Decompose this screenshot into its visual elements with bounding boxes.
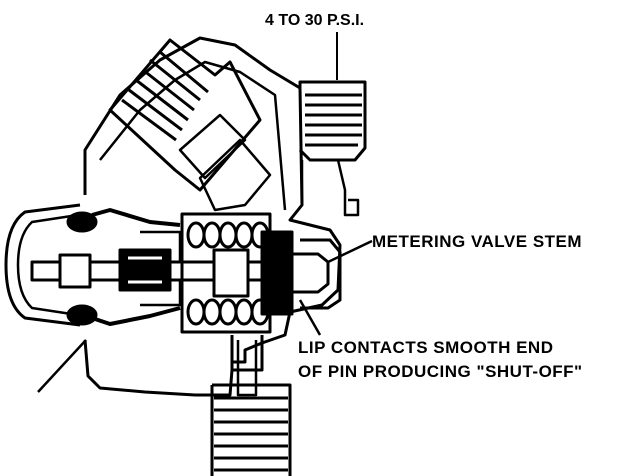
outlet-housing: [300, 238, 342, 310]
stem-hub-highlight: [128, 256, 162, 284]
outlet-fitting-threads: [214, 396, 288, 472]
lower-cap-clamp: [66, 304, 98, 326]
metering-valve-stem-label: METERING VALVE STEM: [372, 232, 583, 251]
metering-stem-leader: [327, 239, 373, 264]
inlet-fitting-outline: [298, 80, 367, 162]
diaphragm: [91, 208, 181, 326]
lower-left-leader: [37, 339, 87, 393]
upper-spring-coils: [186, 221, 270, 249]
angled-fitting-outline: [108, 38, 262, 192]
inlet-passage: [300, 159, 360, 217]
metering-valve-stem: [290, 252, 330, 294]
outlet-bore: [236, 340, 258, 397]
outlet-fitting-outline: [210, 335, 292, 476]
spring-retainer: [212, 248, 250, 298]
stem-hub: [118, 248, 172, 292]
body-inner-edge: [99, 60, 287, 211]
angled-fitting-threads: [121, 50, 209, 142]
inlet-fitting-threads: [305, 93, 362, 147]
stem-collar: [58, 253, 92, 289]
angled-fitting-bore: [178, 113, 247, 180]
lower-spring-coils: [186, 298, 270, 326]
lip-contact-leader: [298, 299, 322, 336]
dome-cap-inner: [16, 213, 79, 317]
pressure-label: 4 TO 30 P.S.I.: [265, 12, 365, 29]
lip-contact-label-line-2: OF PIN PRODUCING "SHUT-OFF": [298, 362, 583, 381]
upper-cap-clamp: [66, 211, 98, 233]
dome-cap: [4, 203, 81, 327]
angled-fitting-seat: [198, 138, 272, 212]
lip-contact-label-line-1: LIP CONTACTS SMOOTH END: [298, 338, 554, 357]
valve-body-outline: [83, 36, 342, 397]
valve-seat-block: [260, 230, 294, 316]
